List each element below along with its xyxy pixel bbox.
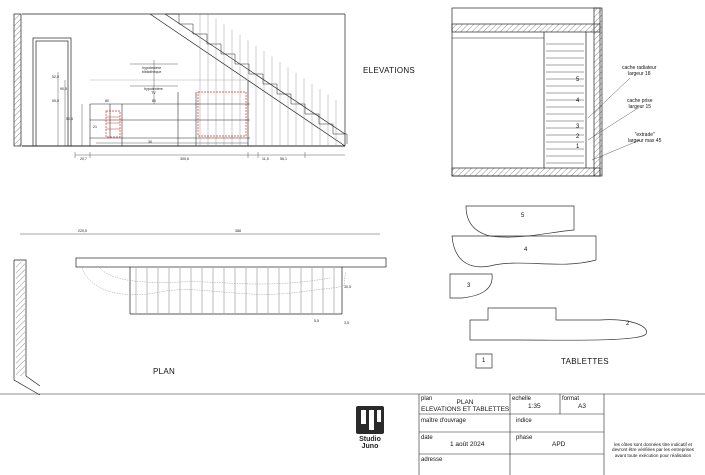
format-caption: format (562, 396, 580, 402)
phase-caption: phase (516, 435, 533, 441)
tablette-number: 5 (521, 213, 525, 219)
dim-top-width: 220,5 (78, 229, 87, 233)
detail-shelf-number: 5 (576, 77, 580, 83)
detail-shelf-number: 2 (576, 134, 580, 140)
detail-shelf-number: 3 (576, 124, 580, 130)
adresse-caption: adresse (421, 457, 443, 463)
plan-curve (81, 267, 347, 295)
tv-bookcase-unit (89, 79, 250, 146)
elevation-detail (451, 7, 603, 177)
tablettes-shapes (449, 205, 647, 369)
studio-juno-logo-mark (356, 406, 384, 434)
dim-bottom-a: 20,7 (80, 157, 87, 161)
dim-bottom-b: 300,6 (180, 157, 189, 161)
maitre-ouvrage-caption: maître d'ouvrage (421, 418, 466, 424)
dim-label-tv: hypoteniere TV (144, 87, 163, 95)
detail-shelf-number: 4 (576, 98, 580, 104)
tablette-number: 4 (524, 247, 528, 253)
dim-mid-b: 80 (152, 99, 156, 103)
indice-caption: indice (516, 418, 532, 424)
red-niche-lines (106, 116, 120, 130)
callout-extra-shelf: "extrade" largeur max 45 (628, 132, 662, 144)
format-value: A3 (578, 403, 586, 410)
stair-balusters (199, 14, 337, 146)
plan-value: PLAN ELEVATIONS ET TABLETTES (421, 399, 510, 413)
dim-left-a: 59,5 (52, 99, 59, 103)
dim-top-length: 388 (235, 229, 241, 233)
echelle-value: 1:35 (528, 403, 541, 410)
elevation-dimensions (57, 60, 345, 158)
dim-left-d: 52,5 (52, 75, 59, 79)
plan-title: PLAN (153, 367, 176, 376)
dim-plan-depth: 30,5 (344, 285, 351, 289)
dim-mid-d: 21 (93, 125, 97, 129)
dim-left-c: 50,5 (66, 117, 73, 121)
plan-caption: plan (421, 396, 433, 402)
disclaimer-note: les côtes sont données titre indicatif e… (612, 442, 694, 458)
echelle-caption: echelle (512, 396, 532, 402)
detail-shelf-number: 1 (576, 144, 580, 150)
date-value: 1 août 2024 (450, 441, 485, 448)
tablette-number: 3 (467, 283, 471, 289)
tablette-number: 2 (626, 321, 630, 327)
tablette-number: 1 (482, 358, 486, 364)
elevations-title: ELEVATIONS (363, 66, 416, 75)
dim-mid-a: 80 (105, 99, 109, 103)
phase-value: APD (552, 441, 566, 448)
callout-outlet-cover: cache prise largeur 15 (627, 98, 653, 110)
studio-juno-logo-text: Studio Juno (359, 436, 381, 450)
dim-bottom-d: 56,1 (280, 157, 287, 161)
dim-plan-small: 5,5 (314, 319, 319, 323)
detail-treads (546, 43, 584, 164)
date-caption: date (421, 435, 433, 441)
callout-radiator-cover: cache radiateur largeur 18 (622, 65, 657, 77)
dim-left-b: 90,5 (60, 87, 67, 91)
dim-label-bibliotheque: hypoteniere bibliothèque (142, 66, 162, 74)
dim-mid-c: 30 (148, 140, 152, 144)
dim-bottom-c: 11,5 (262, 157, 269, 161)
callout-leaders (587, 77, 641, 161)
tablettes-title: TABLETTES (561, 357, 609, 366)
plan-rails (135, 268, 335, 313)
tv-outline (105, 91, 247, 138)
title-block-grid (0, 393, 705, 475)
dim-plan-end: 3,5 (344, 321, 349, 325)
plan-view (13, 233, 387, 396)
